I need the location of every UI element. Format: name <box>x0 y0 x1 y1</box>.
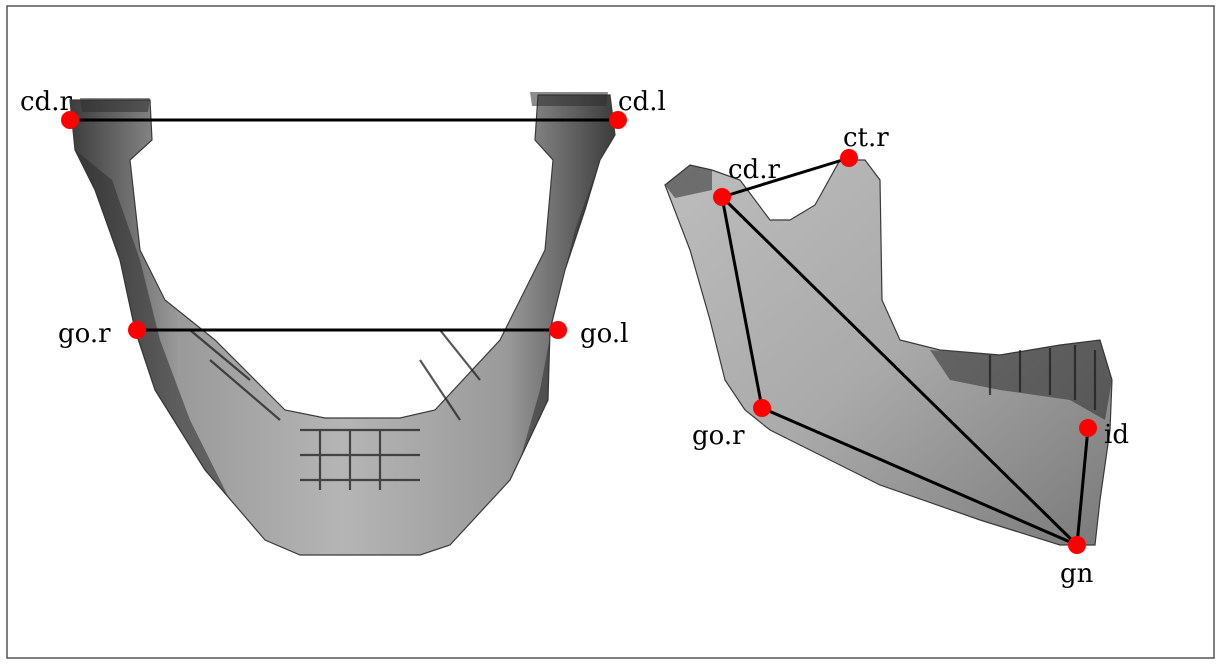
lateral-view-label-ct-r: ct.r <box>843 123 889 153</box>
frontal-condyle-left-texture <box>530 92 608 106</box>
lateral-view-landmark-go-r <box>753 399 771 417</box>
frontal-condyle-right-texture <box>80 98 150 112</box>
lateral-view-label-id: id <box>1104 420 1129 450</box>
lateral-view-landmark-gn <box>1068 536 1086 554</box>
lateral-view-label-gn: gn <box>1060 559 1094 589</box>
frontal-view-landmark-go-r <box>128 321 146 339</box>
lateral-view-landmark-id <box>1079 419 1097 437</box>
frontal-view-label-go-r: go.r <box>58 319 111 349</box>
frontal-view-landmark-go-l <box>549 321 567 339</box>
frontal-view-label-cd-r: cd.r <box>20 87 72 117</box>
frontal-view-label-go-l: go.l <box>580 319 628 349</box>
frontal-view-label-cd-l: cd.l <box>618 87 666 117</box>
lateral-view-label-go-r: go.r <box>692 421 745 451</box>
lateral-view-landmark-cd-r <box>713 188 731 206</box>
lateral-view-label-cd-r: cd.r <box>728 155 780 185</box>
